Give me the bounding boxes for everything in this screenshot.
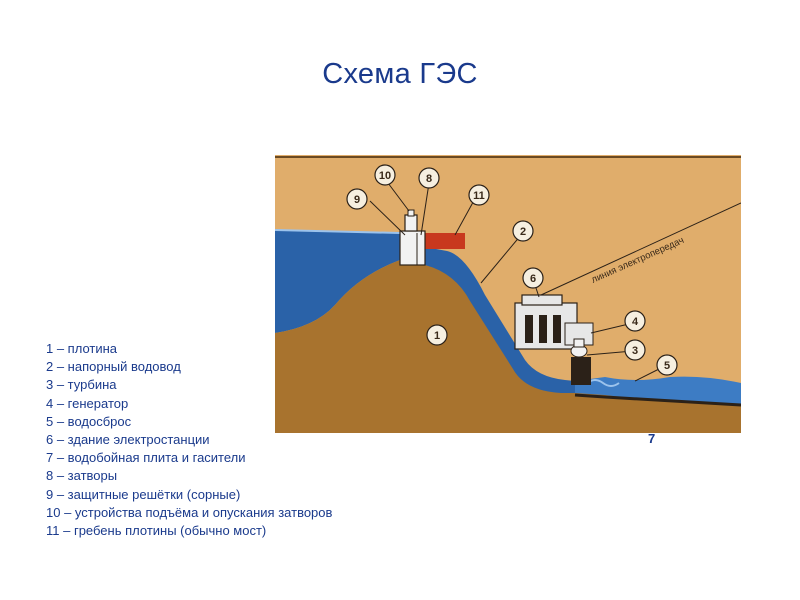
legend-item: 9 – защитные решётки (сорные) [46, 486, 241, 502]
callout-1: 1 [426, 324, 448, 346]
callout-8: 8 [418, 167, 440, 189]
svg-text:11: 11 [473, 190, 485, 202]
hydro-plant-diagram: линия электропередач 9 10 8 11 2 6 1 4 3… [275, 155, 741, 433]
callout-10: 10 [374, 164, 396, 186]
svg-text:9: 9 [354, 194, 360, 206]
callout-3: 3 [624, 339, 646, 361]
reservoir-water [275, 230, 400, 333]
svg-text:1: 1 [434, 330, 440, 342]
legend-item: 4 – генератор [46, 395, 129, 411]
svg-text:6: 6 [530, 273, 536, 285]
svg-text:8: 8 [426, 173, 432, 185]
svg-text:2: 2 [520, 226, 526, 238]
legend-item: 2 – напорный водовод [46, 359, 181, 375]
svg-text:4: 4 [632, 316, 639, 328]
penstock [425, 247, 575, 393]
callout-4: 4 [624, 310, 646, 332]
legend-item: 10 – устройства подъёма и опускания затв… [46, 504, 333, 520]
svg-text:3: 3 [632, 345, 638, 357]
legend-item: 5 – водосброс [46, 413, 132, 429]
dam-body [275, 255, 741, 433]
legend-item: 11 – гребень плотины (обычно мост) [46, 523, 267, 539]
callout-2: 2 [512, 220, 534, 242]
legend-item: 6 – здание электростанции [46, 432, 210, 448]
gate-structure [399, 230, 426, 266]
callout-5: 5 [656, 354, 678, 376]
label-7: 7 [648, 431, 656, 446]
callout-11: 11 [468, 184, 490, 206]
legend-item: 1 – плотина [46, 341, 118, 356]
stilling-basin [574, 393, 741, 407]
dam-crest [425, 233, 465, 249]
legend-item: 8 – затворы [46, 468, 118, 484]
power-house [514, 294, 594, 385]
svg-text:5: 5 [664, 360, 670, 372]
callout-6: 6 [522, 267, 544, 289]
svg-text:10: 10 [379, 170, 391, 182]
legend-list: 1 – плотина 2 – напорный водовод 3 – тур… [46, 340, 332, 540]
power-line [540, 202, 741, 296]
callout-9: 9 [346, 188, 368, 210]
legend-item: 7 – водобойная плита и гасители [46, 450, 246, 466]
legend-item: 3 – турбина [46, 377, 117, 393]
page-title: Схема ГЭС [322, 58, 478, 90]
